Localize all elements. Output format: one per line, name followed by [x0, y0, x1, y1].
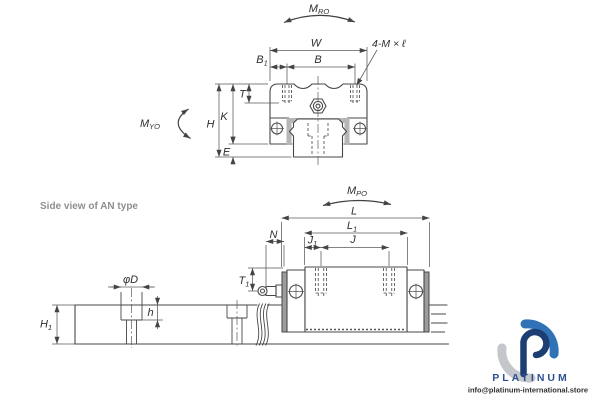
block-cross-section: [269, 76, 368, 166]
moment-po-label: MPO: [347, 185, 367, 198]
rail-bolt-hole-hidden: [307, 123, 329, 156]
dim-hole-depth: h: [142, 296, 163, 329]
dim-e: E: [223, 136, 236, 165]
rail-side-view: φD h H1: [40, 274, 450, 348]
dim-h1: H1: [40, 305, 60, 344]
dim-k: K: [220, 84, 268, 145]
dim-hole-depth-label: h: [147, 307, 153, 319]
moment-yo-label: MYO: [140, 118, 160, 131]
tapped-hole-right: [350, 85, 360, 103]
dim-j-j1: J1 J: [304, 234, 390, 266]
dim-phi-d: φD: [108, 274, 155, 290]
dim-l: L: [281, 206, 430, 267]
rail-hole-2: [226, 300, 248, 348]
dim-b-label: B: [314, 54, 321, 66]
moment-po: MPO: [322, 185, 392, 207]
dim-j-label: J: [349, 234, 356, 246]
brand-email: info@platinum-international.store: [468, 386, 588, 395]
end-cap-left: [286, 269, 306, 333]
dim-t1: T1: [239, 267, 283, 292]
grease-nipple-front: [309, 98, 327, 114]
dim-e-label: E: [223, 147, 231, 159]
grease-nipple-side: [257, 284, 283, 298]
cap-screw-right: [408, 283, 424, 300]
logo-blue-swirl: [520, 319, 559, 359]
dim-w-label: W: [311, 38, 323, 50]
tapped-hole-left: [282, 85, 292, 103]
rail-hole-1: [120, 288, 143, 348]
dim-b1-label: B1: [256, 54, 268, 68]
logo-p-mark: [520, 328, 550, 378]
cap-screw-left: [288, 283, 304, 300]
moment-ro-label: MRO: [309, 3, 330, 16]
platinum-logo-icon: [497, 319, 559, 383]
rail-s-break: [255, 303, 270, 346]
side-view: MPO L L1 J1 J N: [40, 185, 450, 348]
rail-cross-section: [288, 118, 348, 158]
dim-w: W: [269, 38, 368, 81]
logo-gray-swirl: [497, 343, 536, 383]
endcap-screw-left: [270, 121, 284, 136]
end-seal-left: [281, 271, 288, 333]
side-view-title: Side view of AN type: [40, 201, 138, 212]
block-tapped-hole-1: [315, 268, 327, 297]
moment-yo: MYO: [140, 108, 191, 140]
rail-break-end: [431, 313, 448, 333]
dim-n-label: N: [270, 229, 278, 241]
dim-l1: L1: [304, 220, 408, 265]
bolt-note-label: 4-M × ℓ: [372, 38, 406, 50]
dim-n: N: [265, 229, 285, 286]
dim-t: T: [239, 84, 279, 104]
moment-ro: MRO: [283, 3, 356, 24]
dim-h1-label: H1: [40, 319, 52, 333]
dim-phi-d-label: φD: [123, 274, 138, 286]
dim-h: H: [207, 83, 292, 158]
brand-name: PLATINUM: [492, 372, 569, 384]
front-view: MRO W B B1 4-M × ℓ: [140, 3, 406, 166]
block-tapped-hole-2: [383, 268, 395, 297]
end-cap-right: [406, 269, 425, 333]
dim-l-label: L: [351, 206, 357, 218]
endcap-screw-right: [353, 121, 367, 136]
dim-l1-label: L1: [347, 220, 357, 234]
bolt-note: 4-M × ℓ: [356, 38, 406, 86]
dim-k-label: K: [220, 111, 228, 123]
dim-h-label: H: [207, 119, 215, 131]
watermark-logo: PLATINUM info@platinum-international.sto…: [468, 319, 588, 395]
end-seal-right: [423, 271, 430, 333]
dim-j1-label: J1: [307, 235, 318, 249]
dim-t-label: T: [239, 89, 247, 101]
block-side-view: [257, 266, 430, 333]
block-body: [304, 266, 408, 333]
dim-b-b1: B B1: [256, 54, 356, 84]
dim-t1-label: T1: [239, 275, 250, 289]
